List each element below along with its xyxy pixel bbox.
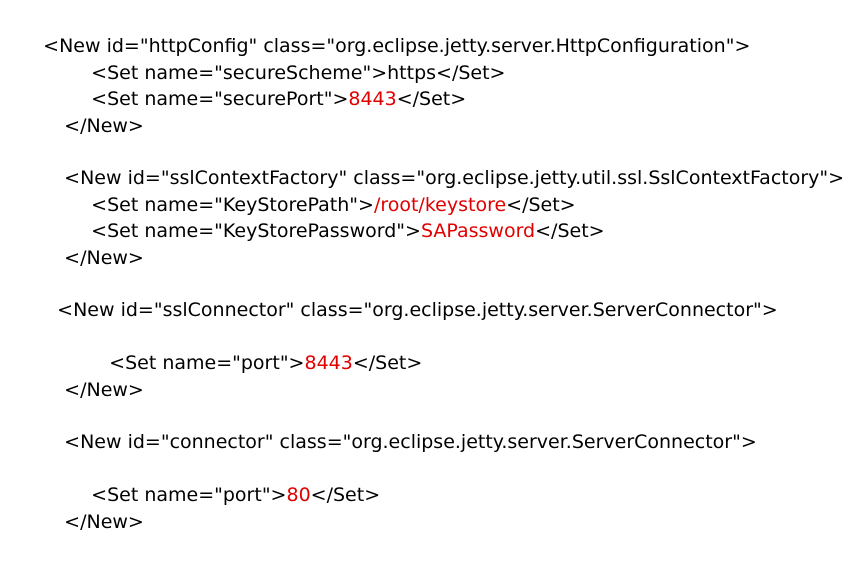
highlighted-value: 8443 (348, 88, 397, 110)
ssl-connector-close-line: </New> (40, 351, 144, 401)
ssl-context-factory-open-line: <New id="sslContextFactory" class="org.e… (40, 139, 844, 189)
code-text: </Set> (506, 194, 576, 216)
secure-scheme-line: <Set name="secureScheme">https</Set> (67, 34, 505, 84)
ssl-port-line: <Set name="port">8443</Set> (85, 324, 422, 374)
code-text: </Set> (310, 484, 381, 506)
code-text: </New> (64, 511, 144, 533)
code-text: <Set name="securePort"> (91, 88, 349, 110)
connector-open-line: <New id="connector" class="org.eclipse.j… (40, 403, 757, 453)
keystore-path-line: <Set name="KeyStorePath">/root/keystore<… (67, 166, 575, 216)
highlighted-value: 80 (286, 484, 311, 506)
code-text: <Set name="secureScheme">https</Set> (91, 62, 506, 84)
code-text: <Set name="KeyStorePassword"> (91, 220, 421, 242)
connector-port-line: <Set name="port">80</Set> (67, 456, 380, 506)
code-text: <Set name="port"> (109, 352, 305, 374)
connector-close-line: </New> (40, 483, 144, 533)
highlighted-value: /root/keystore (373, 194, 507, 216)
code-text: </New> (64, 379, 144, 401)
ssl-connector-open-line: <New id="sslConnector" class="org.eclips… (33, 271, 778, 321)
secure-port-line: <Set name="securePort">8443</Set> (67, 60, 466, 110)
http-config-open-line: <New id="httpConfig" class="org.eclipse.… (19, 7, 750, 57)
code-text: <Set name="port"> (91, 484, 287, 506)
code-text: <Set name="KeyStorePath"> (91, 194, 374, 216)
code-text: </Set> (396, 88, 467, 110)
code-text: </New> (64, 247, 144, 269)
highlighted-value: 8443 (304, 352, 353, 374)
code-text: </Set> (352, 352, 423, 374)
code-text: <New id="sslConnector" class="org.eclips… (57, 299, 778, 321)
code-text: </New> (64, 115, 144, 137)
keystore-password-line: <Set name="KeyStorePassword">SAPassword<… (67, 192, 604, 242)
code-text: </Set> (535, 220, 605, 242)
code-text: <New id="connector" class="org.eclipse.j… (64, 431, 757, 453)
code-text: <New id="httpConfig" class="org.eclipse.… (43, 35, 751, 57)
code-text: <New id="sslContextFactory" class="org.e… (64, 167, 845, 189)
http-config-close-line: </New> (40, 87, 144, 137)
ssl-context-factory-close-line: </New> (40, 219, 144, 269)
highlighted-value: SAPassword (420, 220, 536, 242)
